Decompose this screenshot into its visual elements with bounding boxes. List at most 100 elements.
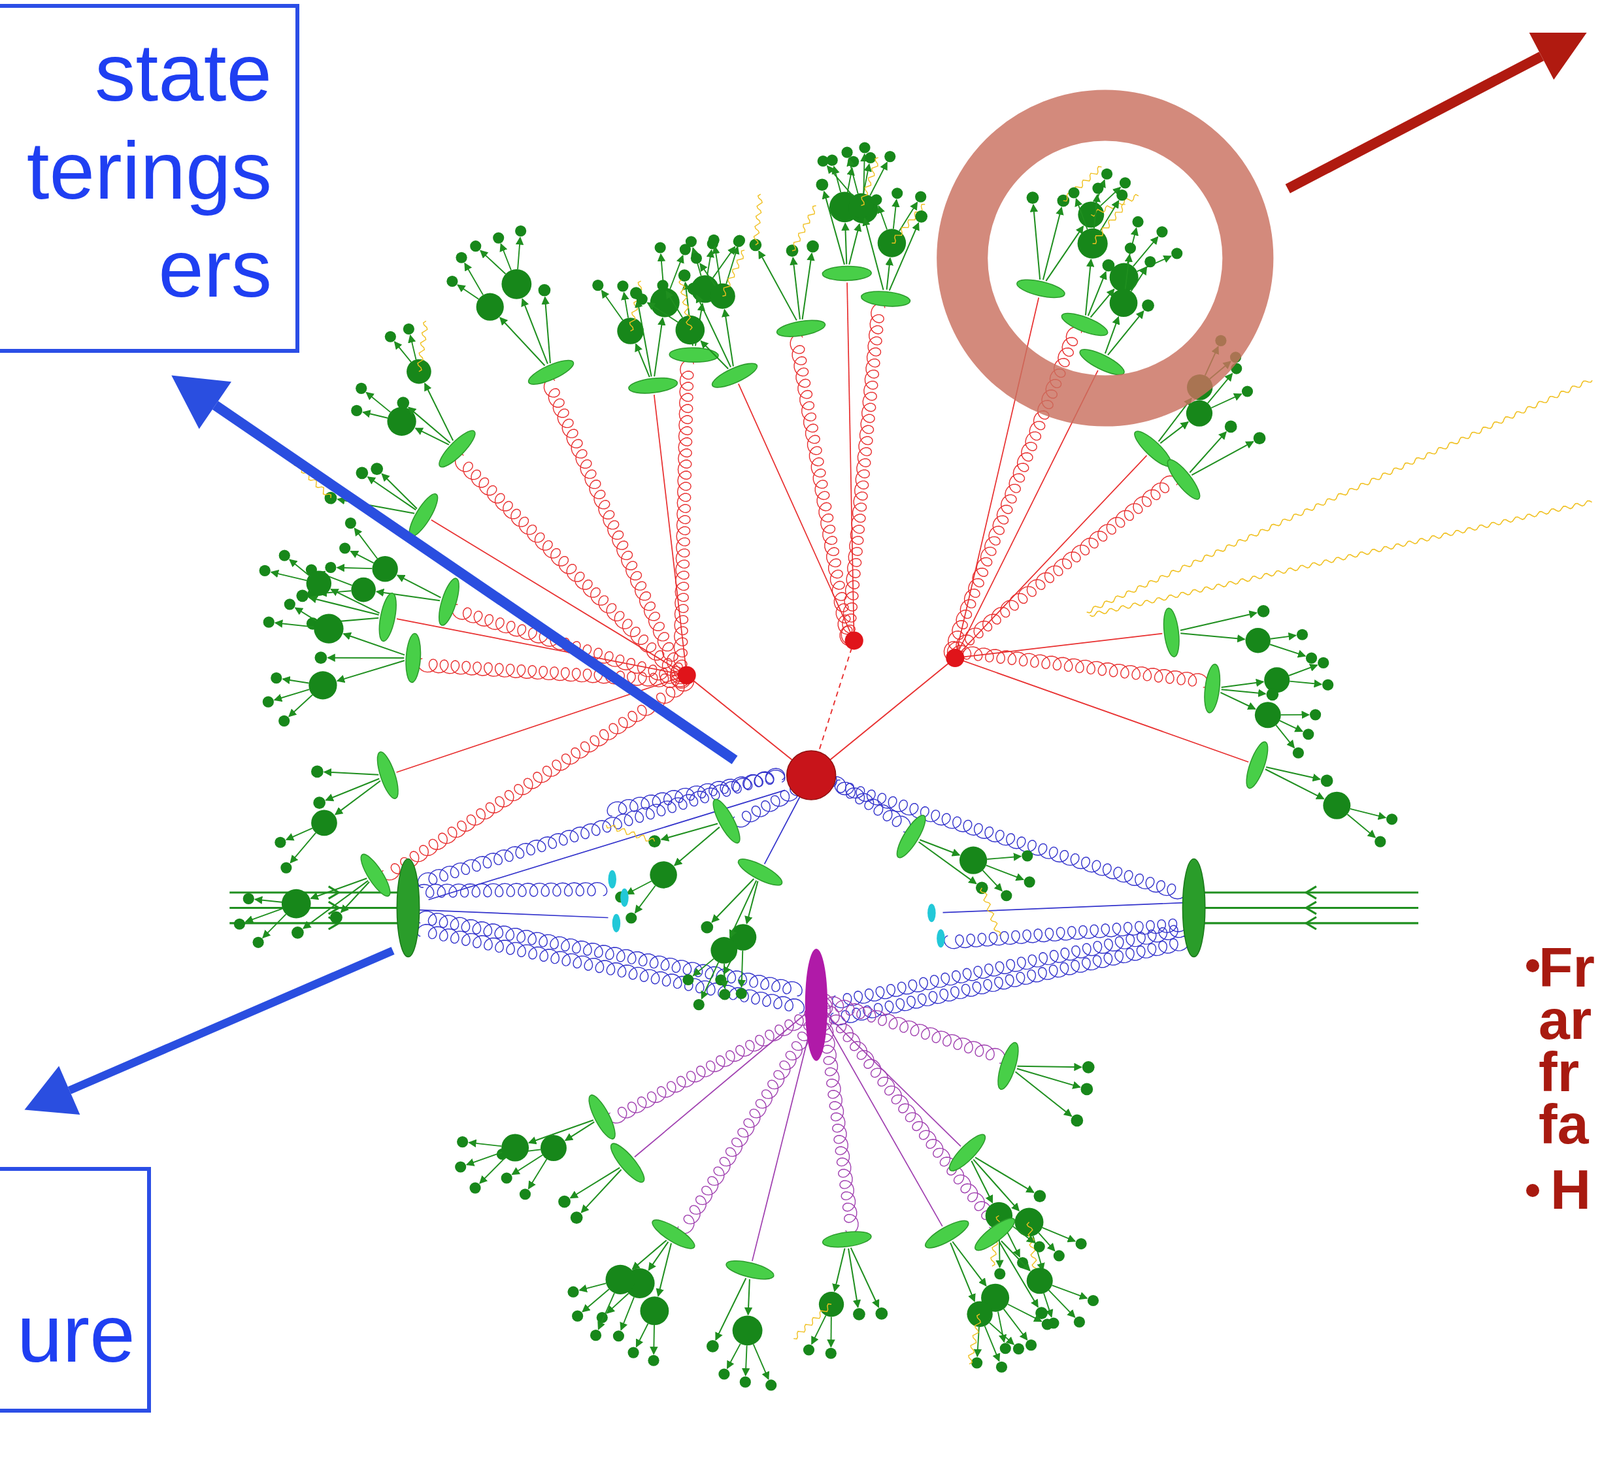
hadron-track xyxy=(952,1241,986,1287)
decay-dot xyxy=(825,1348,837,1360)
hadron-track xyxy=(649,1242,669,1271)
gluon-line xyxy=(841,303,885,645)
photon-line xyxy=(891,204,925,244)
decay-track xyxy=(647,302,678,323)
cluster-blob xyxy=(628,375,679,396)
decay-dot xyxy=(1317,657,1329,669)
decay-dot xyxy=(284,598,296,610)
decay-dot xyxy=(1092,183,1104,195)
photon-line xyxy=(629,281,642,331)
decay-dot xyxy=(252,937,265,949)
decay-dot xyxy=(625,912,637,924)
decay-track xyxy=(601,290,623,321)
secondary-blob xyxy=(805,949,828,1062)
photon-line xyxy=(417,320,428,372)
cluster-blob xyxy=(525,356,576,390)
hadron-track xyxy=(303,881,368,929)
decay-dot xyxy=(864,152,876,164)
hadron-dot xyxy=(1257,605,1270,618)
hadron-dot xyxy=(306,571,332,597)
pointer-arrow xyxy=(215,405,735,761)
hadron-dot xyxy=(639,1296,669,1326)
decay-dot xyxy=(636,293,648,305)
hadron-track xyxy=(849,224,860,265)
decay-dot xyxy=(654,241,667,253)
hadron-track xyxy=(1180,633,1245,640)
hadron-jet xyxy=(567,1215,699,1367)
hadron-track xyxy=(637,300,651,377)
hadron-dot xyxy=(749,238,763,251)
decay-dot xyxy=(469,1182,481,1194)
decay-track xyxy=(636,1324,649,1348)
decay-track xyxy=(693,958,714,976)
decay-track xyxy=(849,158,859,194)
decay-track xyxy=(1350,809,1386,818)
hadron-dot xyxy=(1026,1267,1053,1295)
gluon-line xyxy=(607,770,785,817)
hadron-jet xyxy=(922,1216,1053,1374)
cluster-blob xyxy=(404,633,423,684)
decay-track xyxy=(1007,1304,1042,1322)
photon-line xyxy=(722,250,745,297)
cluster-blob xyxy=(1161,607,1182,658)
decay-track xyxy=(1289,681,1321,685)
decay-dot xyxy=(492,232,504,244)
hadron-dot xyxy=(710,937,738,965)
decay-dot xyxy=(1119,177,1131,189)
decay-dot xyxy=(1073,1316,1085,1329)
hadron-track xyxy=(424,383,453,441)
hadron-track xyxy=(850,1248,879,1308)
hadron-dot xyxy=(1080,1083,1093,1097)
hadron-jet xyxy=(233,850,395,949)
hadron-dot xyxy=(1186,400,1213,427)
hadron-dot xyxy=(308,671,337,700)
hadron-track xyxy=(711,879,754,923)
text-box: state terings ers xyxy=(0,3,300,353)
gluon-line xyxy=(543,378,687,682)
decay-dot xyxy=(803,1344,815,1356)
hadron-jet xyxy=(682,854,785,1011)
hadron-dot xyxy=(538,284,551,297)
decay-dot xyxy=(1374,836,1386,848)
decay-dot xyxy=(817,155,829,167)
decay-track xyxy=(479,1157,506,1184)
hadron-jet xyxy=(749,194,827,340)
decay-dot xyxy=(1033,1241,1046,1253)
hadron-track xyxy=(971,1161,993,1204)
decay-track xyxy=(1347,814,1376,838)
decay-track xyxy=(480,250,506,275)
hadron-track xyxy=(802,253,812,320)
cluster-blob xyxy=(669,347,719,364)
decay-track xyxy=(1042,1228,1076,1242)
text-box: ure xyxy=(0,1167,151,1414)
decay-dot xyxy=(345,517,357,529)
decay-track xyxy=(579,1283,606,1291)
decay-dot xyxy=(1305,652,1317,665)
gluon-line xyxy=(832,923,1189,1008)
hadron-track xyxy=(522,299,548,365)
hadron-jet xyxy=(892,812,1035,937)
quark-line xyxy=(634,1005,817,1158)
decay-track xyxy=(271,572,307,582)
hadron-dot xyxy=(476,293,504,321)
hadron-track xyxy=(654,318,663,377)
remnant-blob xyxy=(612,914,621,933)
photon-line xyxy=(1092,204,1126,244)
hadron-track xyxy=(792,258,800,320)
hadron-dot xyxy=(1320,775,1334,788)
hadron-track xyxy=(311,878,368,899)
decay-track xyxy=(500,244,512,271)
pointer-arrow-head xyxy=(24,1066,80,1116)
highlight-ring xyxy=(962,115,1248,401)
decay-track xyxy=(288,695,313,717)
hadron-dot xyxy=(1224,420,1238,434)
quark-line xyxy=(396,675,687,774)
decay-dot xyxy=(592,279,604,291)
hadron-track xyxy=(864,218,884,290)
box-text: ure xyxy=(16,1284,136,1384)
hadron-jet xyxy=(636,234,761,393)
decay-dot xyxy=(994,1268,1006,1280)
hadron-dot xyxy=(678,269,691,282)
decay-dot xyxy=(1171,247,1183,259)
pointer-arrow-head xyxy=(171,375,232,430)
